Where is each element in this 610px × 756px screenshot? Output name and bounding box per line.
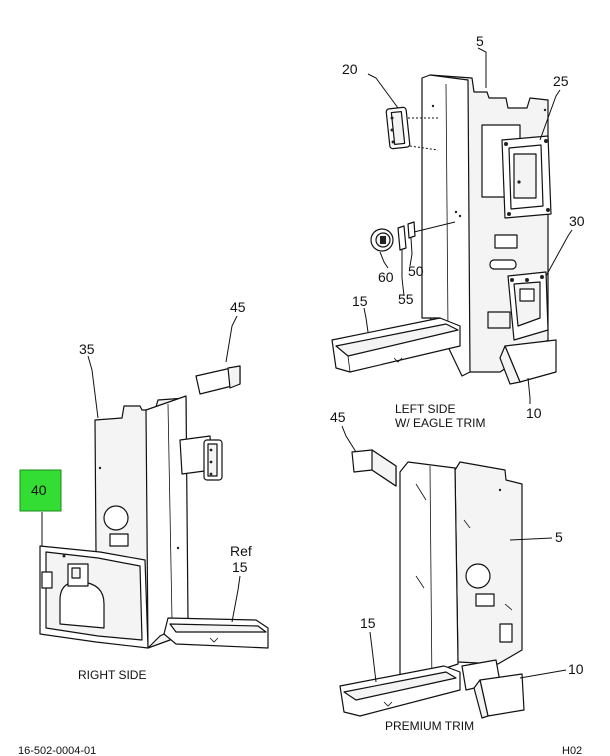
panel-5-flange bbox=[421, 74, 471, 377]
panel-right-side-flange bbox=[145, 395, 189, 649]
callout-15-bottom[interactable]: 15 bbox=[360, 615, 376, 631]
caption-premium-trim: PREMIUM TRIM bbox=[385, 719, 474, 733]
premium-trim-assembly bbox=[399, 461, 523, 703]
callout-45-bottom[interactable]: 45 bbox=[330, 409, 346, 425]
callout-5-top[interactable]: 5 bbox=[476, 33, 484, 49]
callout-30[interactable]: 30 bbox=[569, 213, 585, 229]
knob-60[interactable] bbox=[370, 228, 394, 252]
panel-premium-flange bbox=[399, 461, 459, 703]
drawing-number: 16-502-0004-01 bbox=[18, 745, 96, 756]
caption-right-side: RIGHT SIDE bbox=[78, 668, 146, 682]
callout-55[interactable]: 55 bbox=[398, 291, 414, 307]
clip-50[interactable] bbox=[407, 221, 456, 239]
rail-15-ref[interactable] bbox=[163, 617, 269, 649]
callout-ref[interactable]: Ref bbox=[230, 543, 252, 559]
cover-plate-40[interactable] bbox=[39, 545, 149, 649]
callout-60[interactable]: 60 bbox=[378, 269, 394, 285]
callout-5-bottom[interactable]: 5 bbox=[555, 529, 563, 545]
latch-20[interactable] bbox=[385, 106, 439, 151]
callout-45-top[interactable]: 45 bbox=[230, 299, 246, 315]
footer: 16-502-0004-01 H02 bbox=[18, 745, 582, 756]
callout-10-bottom[interactable]: 10 bbox=[568, 661, 584, 677]
clip-55[interactable] bbox=[397, 225, 407, 251]
caption-left-side: LEFT SIDE bbox=[395, 402, 455, 416]
highlight-box bbox=[19, 469, 62, 512]
callout-15-top[interactable]: 15 bbox=[352, 293, 368, 309]
captions: LEFT SIDE W/ EAGLE TRIM RIGHT SIDE PREMI… bbox=[78, 402, 485, 733]
oval-slot bbox=[489, 259, 517, 270]
panel-5-premium[interactable] bbox=[454, 461, 523, 665]
latch-right-side[interactable] bbox=[203, 439, 223, 481]
callout-20[interactable]: 20 bbox=[342, 61, 358, 77]
caption-eagle-trim: W/ EAGLE TRIM bbox=[395, 416, 485, 430]
callout-40[interactable]: 40 bbox=[31, 482, 47, 498]
sheet-code: H02 bbox=[562, 745, 582, 756]
bin-10-top[interactable] bbox=[499, 339, 557, 385]
leader-lines bbox=[41, 47, 573, 683]
bracket-45-bottom[interactable] bbox=[351, 449, 397, 487]
callout-labels: 5 20 25 30 60 50 55 15 10 45 35 Ref 15 4… bbox=[79, 33, 585, 677]
pocket-25[interactable] bbox=[501, 135, 552, 219]
rail-15-bottom[interactable] bbox=[339, 665, 461, 717]
cutout-small bbox=[494, 234, 518, 249]
callout-35[interactable]: 35 bbox=[79, 341, 95, 357]
pocket-30[interactable] bbox=[507, 271, 549, 341]
callout-50[interactable]: 50 bbox=[408, 263, 424, 279]
bracket-45-top[interactable] bbox=[195, 365, 241, 395]
bin-10-bottom[interactable] bbox=[461, 659, 525, 719]
rail-15-top[interactable] bbox=[331, 317, 461, 373]
callout-15-ref[interactable]: 15 bbox=[232, 559, 248, 575]
callout-25[interactable]: 25 bbox=[553, 73, 569, 89]
callout-10-top[interactable]: 10 bbox=[526, 405, 542, 421]
callout-40-highlight[interactable]: 40 bbox=[19, 469, 62, 512]
